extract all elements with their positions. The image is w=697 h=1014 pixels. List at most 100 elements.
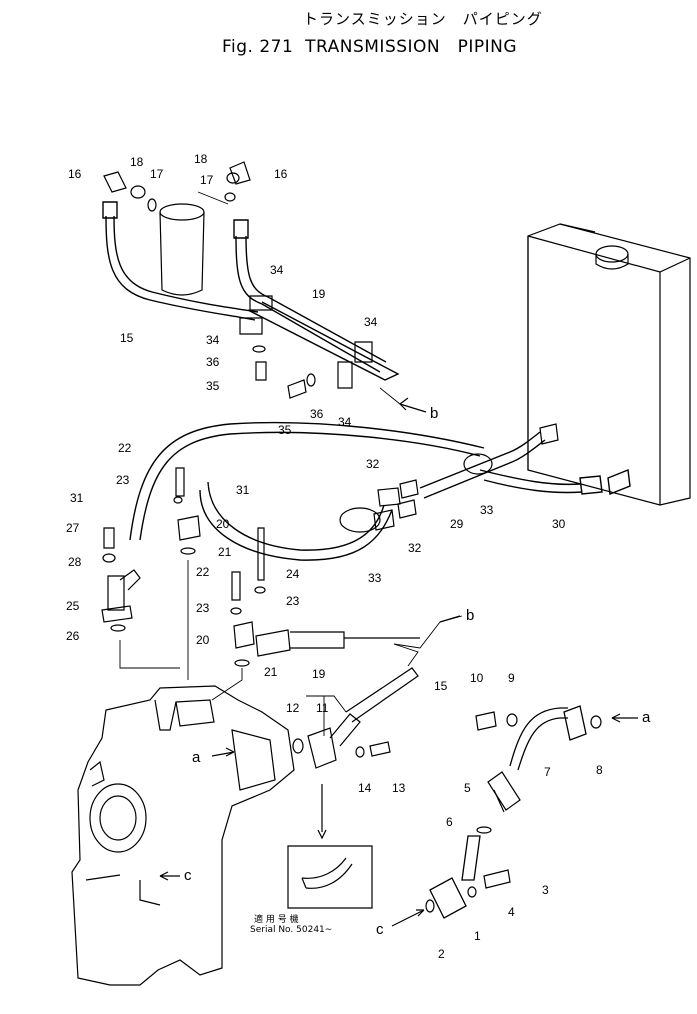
- callout-27: 27: [66, 521, 80, 535]
- callout-7: 7: [544, 765, 551, 779]
- serial-value: 50241∼: [296, 925, 333, 935]
- o-ring-26: [110, 624, 126, 632]
- callout-32: 32: [408, 541, 422, 555]
- callout-20: 20: [196, 633, 210, 647]
- washer-4: [467, 886, 477, 898]
- callout-c: c: [376, 921, 384, 938]
- bolt-35: [255, 361, 307, 399]
- callout-4: 4: [508, 905, 515, 919]
- bolt-22: [175, 467, 241, 601]
- callout-32: 32: [366, 457, 380, 471]
- callout-b: b: [466, 607, 474, 624]
- callout-3: 3: [542, 883, 549, 897]
- serial-note-japanese: 適 用 号 機: [254, 915, 299, 925]
- block-20: [177, 515, 255, 649]
- pipe-bracket-11: [307, 713, 361, 769]
- callout-23: 23: [196, 601, 210, 615]
- hose-19-lower: [255, 629, 420, 657]
- serial-label: Serial No.: [250, 925, 294, 935]
- callout-36: 36: [206, 355, 220, 369]
- figure-number: Fig. 271: [222, 37, 294, 57]
- hose-31: [129, 421, 485, 561]
- callout-16: 16: [68, 167, 82, 181]
- arrow-c-housing: [159, 871, 180, 881]
- washer-28: [102, 553, 116, 563]
- callout-19: 19: [312, 667, 326, 681]
- arrow-b-lower: [439, 615, 461, 623]
- oil-tank: [527, 223, 691, 506]
- callout-9: 9: [508, 671, 515, 685]
- o-ring-12: [292, 738, 304, 754]
- callout-33: 33: [368, 571, 382, 585]
- callout-18: 18: [130, 155, 144, 169]
- arrow-c-lower: [391, 909, 425, 927]
- bolt-3: [483, 869, 511, 889]
- callout-31: 31: [70, 491, 84, 505]
- clamp-34: [239, 295, 373, 389]
- callout-26: 26: [66, 629, 80, 643]
- callout-1: 1: [474, 929, 481, 943]
- callout-a: a: [642, 709, 651, 726]
- callout-30: 30: [552, 517, 566, 531]
- elbow-25: [101, 569, 141, 623]
- o-ring-6: [476, 826, 492, 834]
- callout-13: 13: [392, 781, 406, 795]
- callout-2: 2: [438, 947, 445, 961]
- callout-15: 15: [434, 679, 448, 693]
- clamp-33: [339, 453, 493, 533]
- callout-5: 5: [464, 781, 471, 795]
- o-ring-8: [590, 715, 602, 729]
- callout-35: 35: [278, 423, 292, 437]
- arrow-a-right: [611, 713, 638, 723]
- tank-fitting: [539, 423, 559, 445]
- pipe-7: [509, 705, 587, 771]
- callout-11: 11: [316, 701, 329, 715]
- callout-10: 10: [470, 671, 484, 685]
- nut-18: [130, 172, 240, 199]
- callout-20: 20: [216, 517, 230, 531]
- bolt-27: [103, 527, 115, 549]
- figure-title: Fig. 271 TRANSMISSION PIPING: [222, 32, 517, 57]
- callout-21: 21: [264, 665, 278, 679]
- callout-22: 22: [118, 441, 132, 455]
- callout-36: 36: [310, 407, 324, 421]
- callout-19: 19: [312, 287, 326, 301]
- hose-15-upper: [102, 201, 259, 321]
- arrow-a-left: [211, 747, 235, 757]
- o-ring-21: [180, 547, 250, 667]
- washer-36: [252, 345, 316, 387]
- callout-34: 34: [270, 263, 284, 277]
- callout-15: 15: [120, 331, 134, 345]
- callout-a: a: [192, 749, 201, 766]
- arrow-b-upper: [399, 397, 427, 413]
- callout-34: 34: [338, 415, 352, 429]
- callout-17: 17: [150, 167, 164, 181]
- callout-23: 23: [286, 594, 300, 608]
- callout-17: 17: [200, 173, 214, 187]
- callout-23: 23: [116, 473, 130, 487]
- o-ring-17: [147, 192, 236, 212]
- callout-8: 8: [596, 763, 603, 777]
- hose-30: [479, 469, 631, 495]
- bolt-24: [257, 527, 265, 581]
- callout-labels: 16 18 17 18 17 16 34 19 15 34 34 36 35 3…: [66, 152, 651, 961]
- hose-15-lower: [345, 667, 419, 723]
- callout-33: 33: [480, 503, 494, 517]
- callout-14: 14: [358, 781, 372, 795]
- elbow-16: [103, 161, 251, 193]
- callout-22: 22: [196, 565, 210, 579]
- washer-9: [506, 713, 518, 727]
- title-japanese: トランスミッション パイピング: [303, 10, 543, 28]
- serial-inset-panel: [287, 784, 373, 909]
- washer-23: [173, 496, 266, 615]
- callout-6: 6: [446, 815, 453, 829]
- filter-cartridge: [159, 203, 205, 296]
- callout-29: 29: [450, 517, 464, 531]
- callout-12: 12: [286, 701, 300, 715]
- callout-28: 28: [68, 555, 82, 569]
- callout-b: b: [430, 405, 438, 422]
- serial-note: Serial No. 50241∼: [250, 925, 332, 935]
- callout-21: 21: [218, 545, 232, 559]
- bolt-10: [475, 711, 497, 731]
